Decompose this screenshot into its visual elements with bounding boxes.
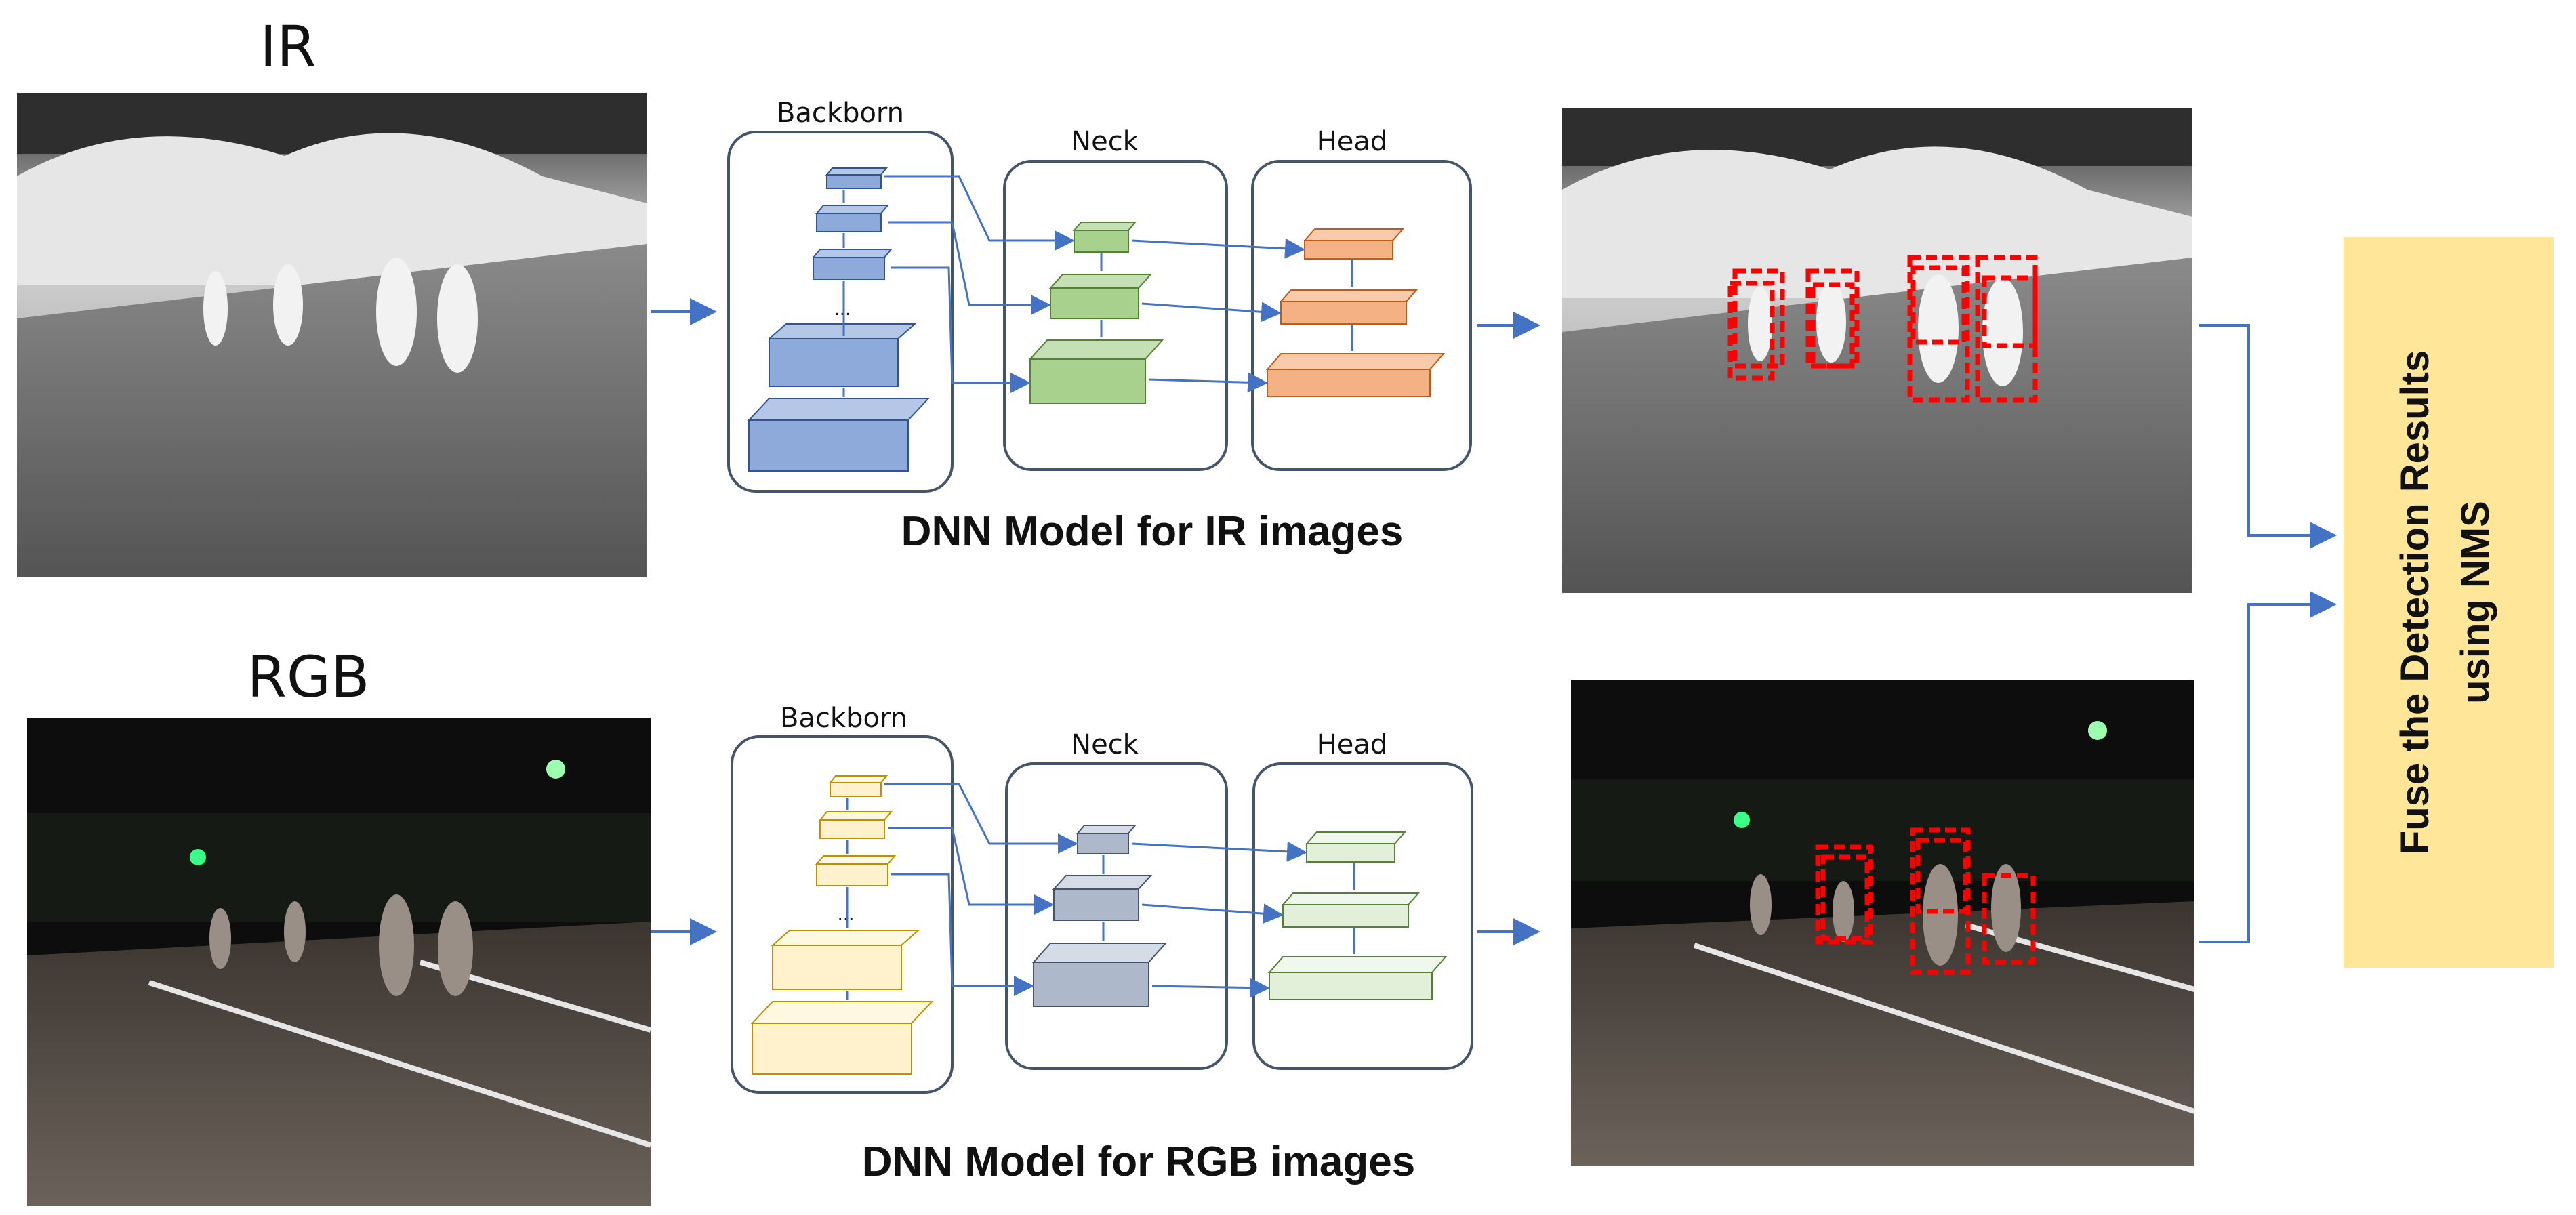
rgb-backbone-label: Backborn [780, 703, 907, 734]
ir-dnn-model: Backborn Neck Head ... [727, 98, 1472, 555]
ir-model-caption: DNN Model for IR images [901, 508, 1404, 555]
fusion-label-line1: Fuse the Detection Results [2393, 350, 2437, 854]
fusion-label-line2: using NMS [2453, 501, 2497, 704]
rgb-detection-box [1815, 844, 1873, 945]
rgb-detection-image [1571, 680, 2196, 1166]
ir-detection-box [1727, 281, 1775, 381]
rgb-head-label: Head [1317, 729, 1388, 760]
ir-backbone-label: Backborn [777, 98, 904, 129]
ir-neck-label: Neck [1071, 126, 1139, 157]
ir-detection-box [1975, 255, 2038, 403]
ir-to-fusion-connector [2199, 324, 2337, 549]
ir-detection-box [1910, 265, 1967, 345]
ir-input-image [17, 93, 647, 577]
ir-head-label: Head [1317, 126, 1388, 157]
rgb-detection-box [1982, 873, 2036, 965]
ir-detection-image [1562, 108, 2192, 593]
ir-detection-box [1732, 268, 1785, 369]
rgb-to-fusion-connector [2199, 591, 2337, 943]
rgb-backbone-ellipsis: ... [838, 905, 855, 925]
rgb-model-caption: DNN Model for RGB images [862, 1138, 1415, 1185]
ir-detection-box [1810, 282, 1855, 369]
rgb-detection-box [1915, 838, 1968, 914]
ir-detection-box [1907, 255, 1970, 403]
ir-backbone-ellipsis: ... [834, 300, 851, 320]
fusion-nms-box: Fuse the Detection Results using NMS [2344, 237, 2554, 968]
ir-row-label: IR [260, 14, 316, 80]
rgb-input-image [27, 718, 652, 1206]
ir-detection-box [1982, 275, 2038, 348]
rgb-dnn-model: Backborn Neck Head ... [731, 703, 1473, 1185]
rgb-row-label: RGB [247, 644, 369, 710]
rgb-neck-label: Neck [1071, 729, 1139, 760]
rgb-detection-box [1820, 854, 1870, 941]
